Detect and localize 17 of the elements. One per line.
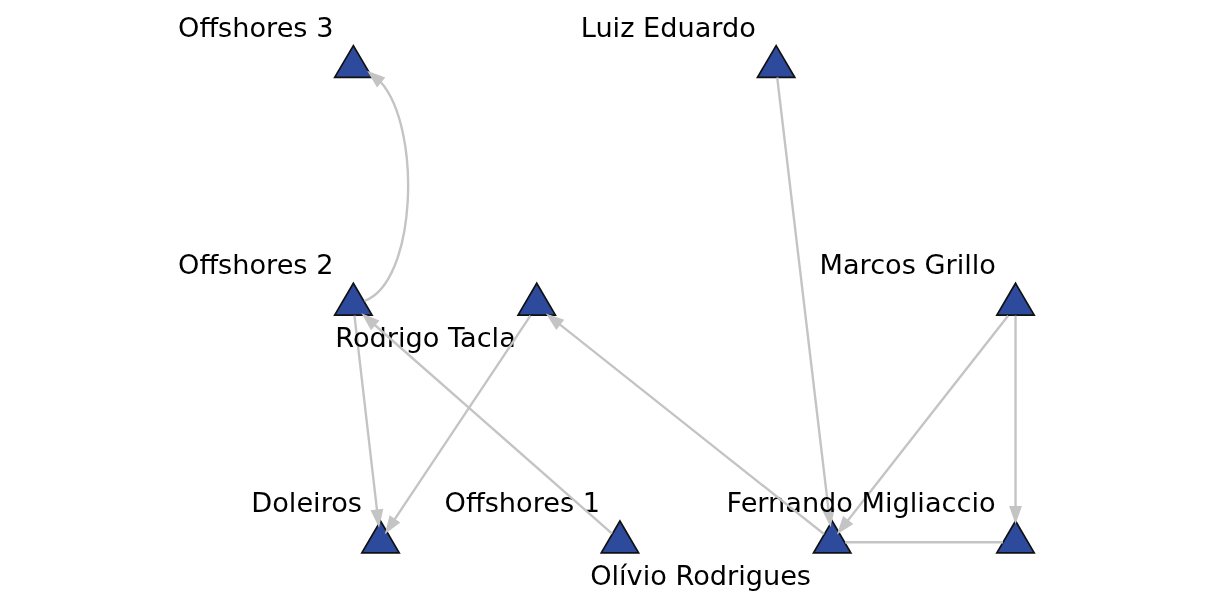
arrow — [1008, 315, 1022, 525]
node-label: Luiz Eduardo — [580, 11, 756, 43]
node-label: Doleiros — [250, 487, 362, 519]
arrow — [352, 315, 383, 528]
arrow — [384, 315, 531, 535]
node-label: Fernando Migliaccio — [726, 487, 996, 519]
node-label: Rodrigo Tacla — [334, 322, 516, 354]
connector — [844, 541, 1003, 544]
arrow — [545, 313, 825, 535]
arrow — [360, 313, 613, 535]
node-label: Offshores 3 — [177, 11, 333, 43]
node-label: Olívio Rodrigues — [589, 560, 811, 592]
arrow — [363, 70, 409, 302]
node-label: Marcos Grillo — [819, 249, 996, 281]
node-label: Offshores 2 — [177, 249, 333, 281]
node-label: Offshores 1 — [444, 487, 600, 519]
arrow — [836, 314, 1009, 535]
